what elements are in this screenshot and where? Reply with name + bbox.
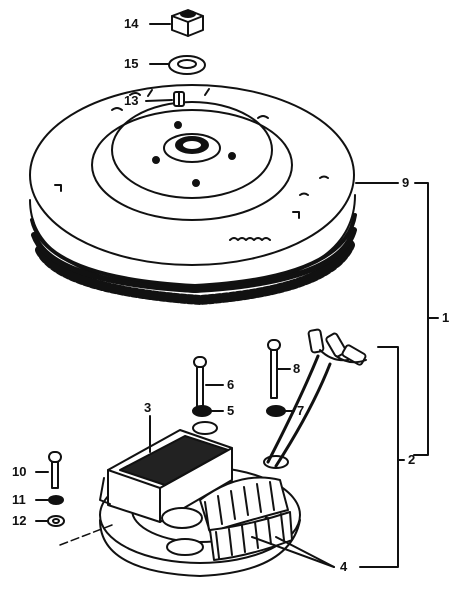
leader-4b xyxy=(275,536,335,568)
callout-3: 3 xyxy=(144,400,152,415)
callout-13: 13 xyxy=(124,93,139,108)
bracket-2 xyxy=(359,346,399,568)
callout-7: 7 xyxy=(297,403,305,418)
flywheel-icon xyxy=(29,84,357,305)
callout-11: 11 xyxy=(12,492,26,507)
woodruff-key-icon xyxy=(173,91,185,107)
stator-plate-icon xyxy=(59,328,367,577)
screw-icon xyxy=(48,451,62,489)
callout-2: 2 xyxy=(408,452,416,467)
leader-13 xyxy=(145,99,173,102)
bracket-1 xyxy=(413,182,429,456)
callout-14: 14 xyxy=(124,16,139,31)
callout-5: 5 xyxy=(227,403,235,418)
hex-nut-icon xyxy=(171,9,204,37)
callout-4: 4 xyxy=(340,559,348,574)
washer-icon xyxy=(192,405,212,417)
callout-8: 8 xyxy=(293,361,301,376)
callout-1: 1 xyxy=(442,310,450,325)
callout-9: 9 xyxy=(402,175,410,190)
washer-icon xyxy=(168,55,206,75)
callout-15: 15 xyxy=(124,56,139,71)
washer-icon xyxy=(266,405,286,417)
leader-4a xyxy=(251,536,335,568)
callout-10: 10 xyxy=(12,464,27,479)
callout-6: 6 xyxy=(227,377,235,392)
screw-icon xyxy=(193,356,207,410)
callout-12: 12 xyxy=(12,513,27,528)
screw-icon xyxy=(267,339,281,399)
washer-icon xyxy=(48,495,64,505)
washer-icon xyxy=(47,515,65,527)
